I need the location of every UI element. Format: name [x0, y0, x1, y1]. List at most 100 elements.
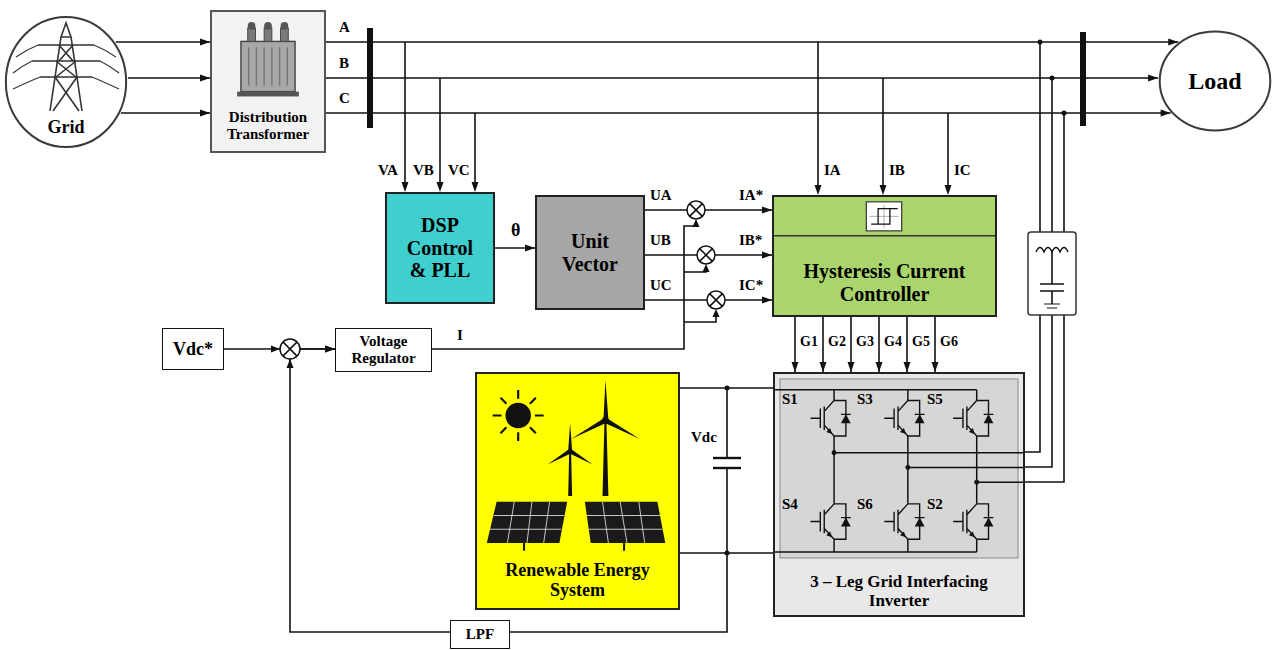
arrowhead	[792, 362, 799, 372]
unit-vector-box: Unit Vector	[535, 195, 645, 310]
connector	[904, 317, 911, 372]
node-label: LPF	[466, 626, 494, 643]
signal-label: IB	[888, 163, 906, 178]
edge-label: G5	[911, 335, 931, 349]
connector-line	[116, 41, 210, 43]
signal-wires	[405, 42, 1064, 632]
multiplier-symbols	[687, 201, 725, 309]
signal-label: IC	[953, 163, 972, 178]
connector	[876, 317, 883, 372]
arrowhead	[762, 207, 772, 214]
edge-label: θ	[510, 221, 521, 239]
inverter-box: 3 – Leg Grid Interfacing Inverter	[773, 372, 1025, 617]
node-label: Distribution Transformer	[217, 109, 319, 143]
source-box: Renewable Energy System	[475, 372, 680, 610]
connector	[116, 39, 210, 46]
arrowhead	[325, 346, 335, 353]
signal-label: Vdc	[690, 430, 718, 445]
node-label: Grid	[47, 117, 84, 137]
connector-line	[290, 349, 450, 632]
arrowhead	[762, 297, 772, 304]
phase-label: B	[338, 56, 350, 71]
switch-label: S2	[926, 497, 944, 512]
summing-junction	[271, 339, 300, 368]
arrowhead	[200, 110, 210, 117]
arrowhead	[932, 362, 939, 372]
arrowhead	[848, 362, 855, 372]
connector	[932, 317, 939, 372]
signal-label: UA	[649, 188, 673, 203]
connector-line	[645, 209, 772, 211]
phase-label: A	[338, 20, 351, 35]
connector-line	[326, 112, 1171, 114]
connector	[326, 39, 1178, 46]
arrowhead	[820, 362, 827, 372]
arrowhead	[200, 39, 210, 46]
ellipse-outline	[6, 17, 126, 147]
connector	[290, 346, 450, 633]
node-label: Load	[1188, 68, 1241, 95]
connector	[820, 317, 827, 372]
node-label: Voltage Regulator	[341, 333, 426, 367]
connector	[128, 75, 210, 82]
connector-line	[121, 112, 210, 114]
connector	[792, 317, 799, 372]
regulator-box: Voltage Regulator	[335, 328, 432, 372]
connector	[495, 245, 535, 252]
switch-label: S6	[856, 497, 874, 512]
load-circle: Load	[1158, 30, 1272, 132]
node-label: Vdc*	[173, 339, 213, 359]
signal-label: UC	[649, 278, 673, 293]
control-box: DSP Control & PLL	[385, 192, 495, 304]
edge-label: G3	[855, 335, 875, 349]
edge-label: G1	[799, 335, 819, 349]
node-label: 3 – Leg Grid Interfacing Inverter	[780, 572, 1018, 610]
arrowhead	[904, 362, 911, 372]
connector	[326, 75, 1158, 82]
signal-label: I	[456, 328, 464, 343]
arrowhead	[1161, 110, 1171, 117]
connector	[121, 110, 210, 117]
node-label: Hysteresis Current Controller	[779, 260, 990, 305]
connector	[645, 207, 772, 214]
signal-label: UB	[649, 233, 672, 248]
arrowhead	[762, 252, 772, 259]
grid-source: Grid	[4, 15, 128, 149]
connector-line	[128, 77, 210, 79]
phase-label: C	[338, 91, 351, 106]
connector	[848, 317, 855, 372]
arrowhead	[325, 346, 335, 353]
controller-box: Hysteresis Current Controller	[772, 195, 997, 317]
edge-label: G4	[883, 335, 903, 349]
switch-label: S1	[781, 392, 799, 407]
arrowhead	[200, 75, 210, 82]
signal-label: VC	[447, 163, 471, 178]
node-label: Renewable Energy System	[482, 560, 673, 600]
signal-label: IA	[823, 163, 842, 178]
filter-symbol	[1028, 232, 1076, 315]
bus-bars	[367, 28, 1086, 128]
switch-label: S4	[781, 497, 799, 512]
edge-label: G2	[827, 335, 847, 349]
connector-line	[326, 77, 1158, 79]
filter-box: LPF	[450, 620, 510, 649]
switch-label: S5	[926, 392, 944, 407]
reference-box: Vdc*	[162, 328, 224, 370]
arrowhead	[876, 362, 883, 372]
signal-label: IA*	[738, 188, 764, 203]
arrowhead	[525, 245, 535, 252]
switch-label: S3	[856, 392, 874, 407]
edge-label: G6	[939, 335, 959, 349]
node-label: Unit Vector	[550, 230, 630, 275]
node-label: DSP Control & PLL	[400, 214, 480, 281]
connector-line	[326, 41, 1178, 43]
arrowhead	[1148, 75, 1158, 82]
signal-label: VB	[412, 163, 435, 178]
connector	[326, 110, 1171, 117]
signal-label: IC*	[738, 278, 764, 293]
ellipse-outline	[1160, 32, 1271, 131]
transformer-box: Distribution Transformer	[210, 10, 326, 153]
signal-label: VA	[377, 163, 399, 178]
signal-label: IB*	[738, 233, 763, 248]
